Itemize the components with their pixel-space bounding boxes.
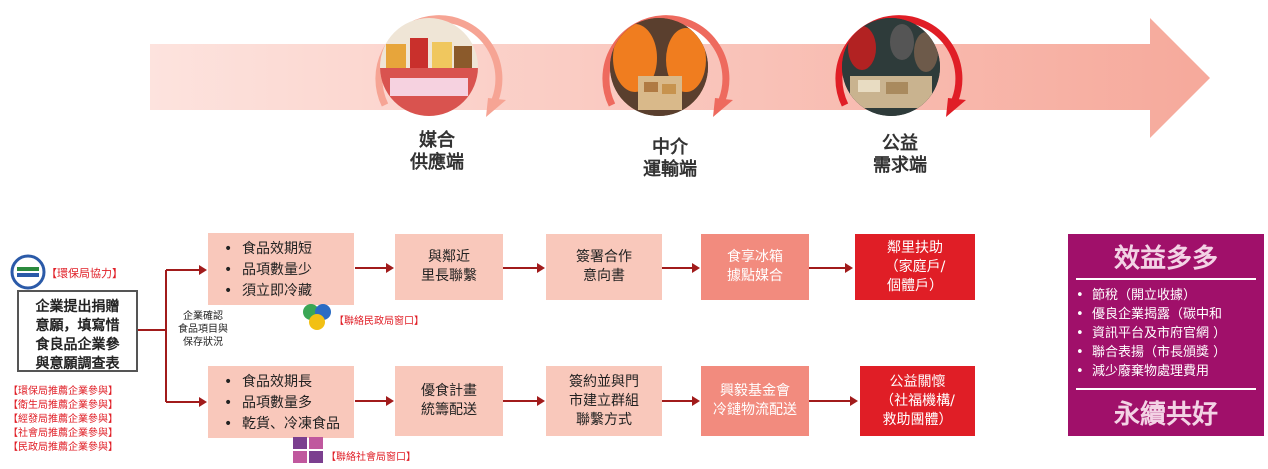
benefit-item: 優良企業揭露（碳中和 (1076, 305, 1264, 324)
food-distribution-photo (842, 18, 940, 116)
recommend-item: 【衛生局推薦企業參與】 (8, 400, 118, 411)
stage-transport-label: 中介運輸端 (643, 137, 697, 180)
condition-item: 品項數量少 (224, 260, 344, 281)
stage-supply-label: 媒合供應端 (410, 130, 464, 173)
bottom-conditions-box: 食品效期長 品項數量多 乾貨、冷凍食品 (208, 366, 354, 438)
benefit-item: 聯合表揚（市長頒獎 ） (1076, 343, 1264, 362)
connector-lines (138, 267, 851, 403)
recommend-item: 【環保局推薦企業參與】 (8, 386, 118, 397)
benefits-panel: 效益多多 節稅（開立收據） 優良企業揭露（碳中和 資訊平台及市府官網 ） 聯合表… (1068, 234, 1264, 436)
bottom-step-4: 公益關懷（社福機構/救助團體） (860, 366, 975, 436)
recommend-item: 【經發局推薦企業參與】 (8, 414, 118, 425)
ring-arrow-heads (486, 98, 966, 117)
top-conditions-box: 食品效期短 品項數量少 須立即冷藏 (208, 233, 354, 305)
branch-note: 企業確認 食品項目與 保存狀況 (178, 311, 228, 348)
recommend-item: 【民政局推薦企業參與】 (8, 442, 118, 453)
top-step-1: 與鄰近里長聯繫 (395, 234, 503, 300)
snack-table-photo (380, 18, 478, 116)
benefit-item: 資訊平台及市府官網 ） (1076, 324, 1264, 343)
recommend-list: 【環保局推薦企業參與】 【衛生局推薦企業參與】 【經發局推薦企業參與】 【社會局… (8, 385, 118, 455)
civil-affairs-logo-icon (303, 304, 331, 330)
epa-logo-icon (10, 254, 46, 290)
bottom-step-3: 興毅基金會冷鏈物流配送 (701, 366, 809, 436)
stage-demand-label: 公益需求端 (873, 133, 927, 176)
benefit-item: 減少廢棄物處理費用 (1076, 362, 1264, 381)
condition-item: 乾貨、冷凍食品 (224, 414, 344, 435)
condition-item: 須立即冷藏 (224, 281, 344, 302)
benefit-item: 節稅（開立收據） (1076, 286, 1264, 305)
epa-cooperation-tag: 【環保局協力】 (46, 267, 123, 280)
benefits-title: 效益多多 (1113, 244, 1218, 274)
social-affairs-window-tag: 【聯絡社會局窗口】 (326, 452, 416, 463)
social-affairs-logo-icon (293, 437, 323, 463)
top-step-3: 食享冰箱據點媒合 (701, 234, 809, 300)
condition-item: 食品效期短 (224, 239, 344, 260)
volunteers-packing-photo (610, 18, 708, 116)
recommend-item: 【社會局推薦企業參與】 (8, 428, 118, 439)
bottom-step-2: 簽約並與門市建立群組聯繫方式 (546, 366, 662, 436)
top-step-4: 鄰里扶助（家庭戶/個體戶） (855, 234, 975, 300)
donation-intent-box: 企業提出捐贈 意願，填寫惜 食良品企業參 與意願調查表 (17, 290, 138, 372)
top-step-2: 簽署合作意向書 (546, 234, 662, 300)
arrow-heads (199, 263, 858, 407)
condition-item: 品項數量多 (224, 393, 344, 414)
condition-item: 食品效期長 (224, 372, 344, 393)
benefits-list: 節稅（開立收據） 優良企業揭露（碳中和 資訊平台及市府官網 ） 聯合表揚（市長頒… (1068, 280, 1264, 382)
benefits-footer: 永續共好 (1113, 400, 1218, 430)
civil-affairs-window-tag: 【聯絡民政局窗口】 (334, 316, 424, 327)
bottom-step-1: 優食計畫統籌配送 (395, 366, 503, 436)
